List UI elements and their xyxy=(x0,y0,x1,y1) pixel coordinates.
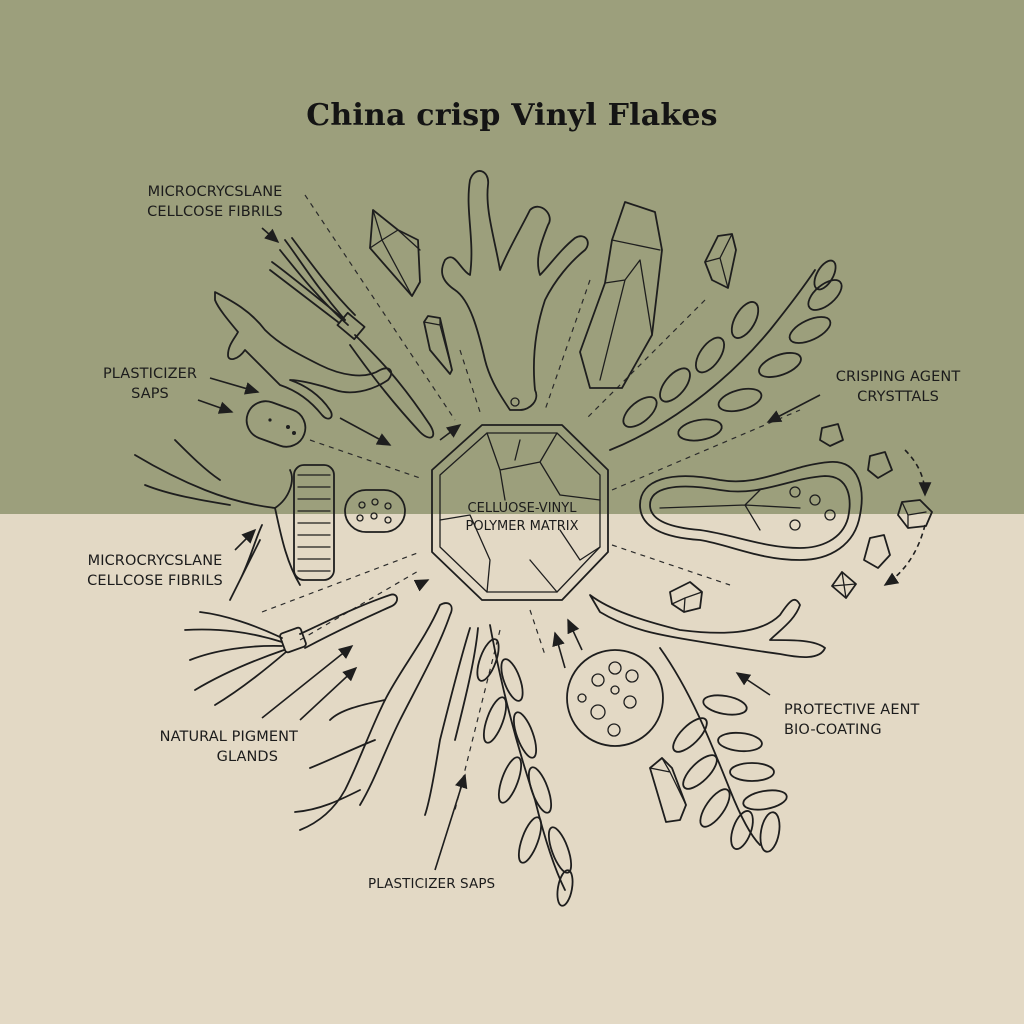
label-line2: SAPS xyxy=(131,386,169,402)
center-label-polymer-matrix: CELLUOSE-VINYL POLYMER MATRIX xyxy=(440,500,604,536)
label-line1: MICROCRYCSLANE xyxy=(147,184,283,200)
branch-upper-left xyxy=(214,291,393,420)
label-line1: NATURAL PIGMENT xyxy=(159,729,298,745)
label-cellulose-fibrils-lower: MICROCRYCSLANE CELLCOSE FIBRILS xyxy=(70,551,240,591)
dotted-cell xyxy=(344,489,406,533)
label-natural-pigment-glands: NATURAL PIGMENT GLANDS xyxy=(130,727,298,767)
crystal-right-small xyxy=(704,233,737,289)
label-protective-bio-coating: PROTECTIVE AENT BIO-COATING xyxy=(784,700,964,740)
diagram-title: China crisp Vinyl Flakes xyxy=(306,98,718,133)
label-line1: PLASTICIZER xyxy=(102,366,198,382)
polymer-matrix-octagon xyxy=(431,424,609,601)
center-label-line1: CELLUOSE-VINYL xyxy=(467,501,577,516)
label-line2: CRYSTTALS xyxy=(857,389,939,405)
label-line2: GLANDS xyxy=(216,749,278,765)
crystal-large xyxy=(579,201,663,389)
radial-dashed-lines xyxy=(261,194,801,811)
center-label-line2: POLYMER MATRIX xyxy=(465,519,579,534)
leafy-branch-upper-right xyxy=(609,259,843,451)
label-plasticizer-saps-left: PLASTICIZER SAPS xyxy=(90,364,210,404)
crystal-left xyxy=(369,209,421,297)
seed-pod xyxy=(639,461,863,561)
label-line1: PROTECTIVE AENT xyxy=(784,702,920,718)
broom-bundle-upper xyxy=(269,237,435,439)
label-line2: CELLCOSE FIBRILS xyxy=(147,204,283,220)
sap-pill xyxy=(245,400,307,448)
crystal-cluster-right xyxy=(669,423,933,613)
branch-lower-right xyxy=(589,594,826,658)
label-line1: CRISPING AGENT xyxy=(835,369,961,385)
broom-bundle-lower xyxy=(184,593,398,706)
crystal-small xyxy=(423,315,453,375)
label-line1: PLASTICIZER SAPS xyxy=(368,876,496,892)
branch-lower-left xyxy=(294,602,453,831)
background-top-green xyxy=(0,0,1024,514)
label-crisping-agent-crystals: CRISPING AGENT CRYSTTALS xyxy=(818,367,978,407)
label-cellulose-fibrils-top: MICROCRYCSLANE CELLCOSE FIBRILS xyxy=(120,182,310,222)
coil-fiber-bundle xyxy=(293,464,335,581)
label-line2: BIO-COATING xyxy=(784,722,882,738)
leafy-branch-lower-right xyxy=(659,647,788,853)
label-line1: MICROCRYCSLANE xyxy=(87,553,223,569)
background-bottom-beige xyxy=(0,514,1024,1024)
label-arrows xyxy=(197,227,932,871)
branch-lower-center xyxy=(424,627,479,816)
label-plasticizer-saps-bottom: PLASTICIZER SAPS xyxy=(368,874,538,894)
branch-left xyxy=(134,439,301,601)
branching-stem-top xyxy=(441,170,589,411)
bubble-cell xyxy=(566,649,664,747)
leafy-frond-bottom xyxy=(476,624,574,907)
crystal-lower xyxy=(649,757,687,823)
label-line2: CELLCOSE FIBRILS xyxy=(87,573,223,589)
